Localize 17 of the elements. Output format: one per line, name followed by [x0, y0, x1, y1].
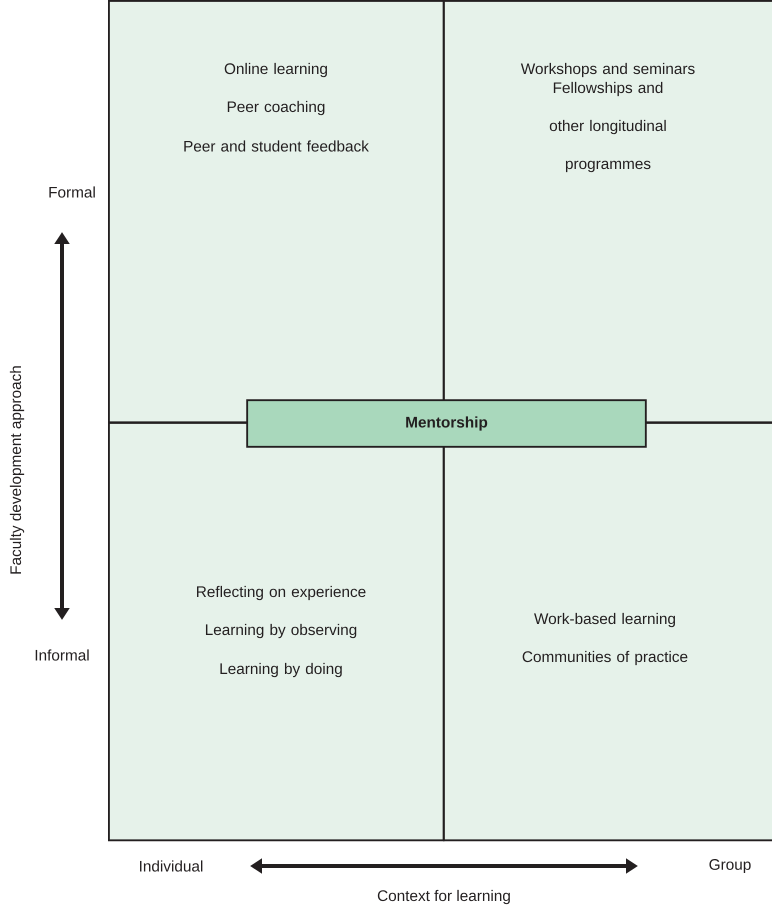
item-text: Online learning — [224, 62, 327, 78]
axis-label: Formal — [49, 186, 95, 198]
item-text: Reflecting on experience — [197, 586, 366, 600]
item-text: Fellowships and other longitudinal programmes — [550, 82, 666, 172]
axis-label: Group — [709, 859, 751, 873]
item-text: Learning by doing — [220, 662, 342, 678]
axis-label: Context for learning — [378, 890, 510, 904]
item-text: Learning by observing — [206, 624, 356, 638]
axis-label: Individual — [140, 860, 202, 872]
item-text: Workshops and seminars — [520, 62, 695, 78]
item-text: Work-based learning — [534, 612, 675, 628]
item-text: Communities of practice — [522, 650, 688, 666]
mentorship-box: Mentorship — [246, 399, 647, 448]
item-text: Peer and student feedback — [184, 140, 369, 152]
axis-label: Faculty development approach — [10, 366, 24, 574]
item-text: Peer coaching — [228, 100, 324, 116]
axis-label: Informal — [36, 649, 89, 661]
